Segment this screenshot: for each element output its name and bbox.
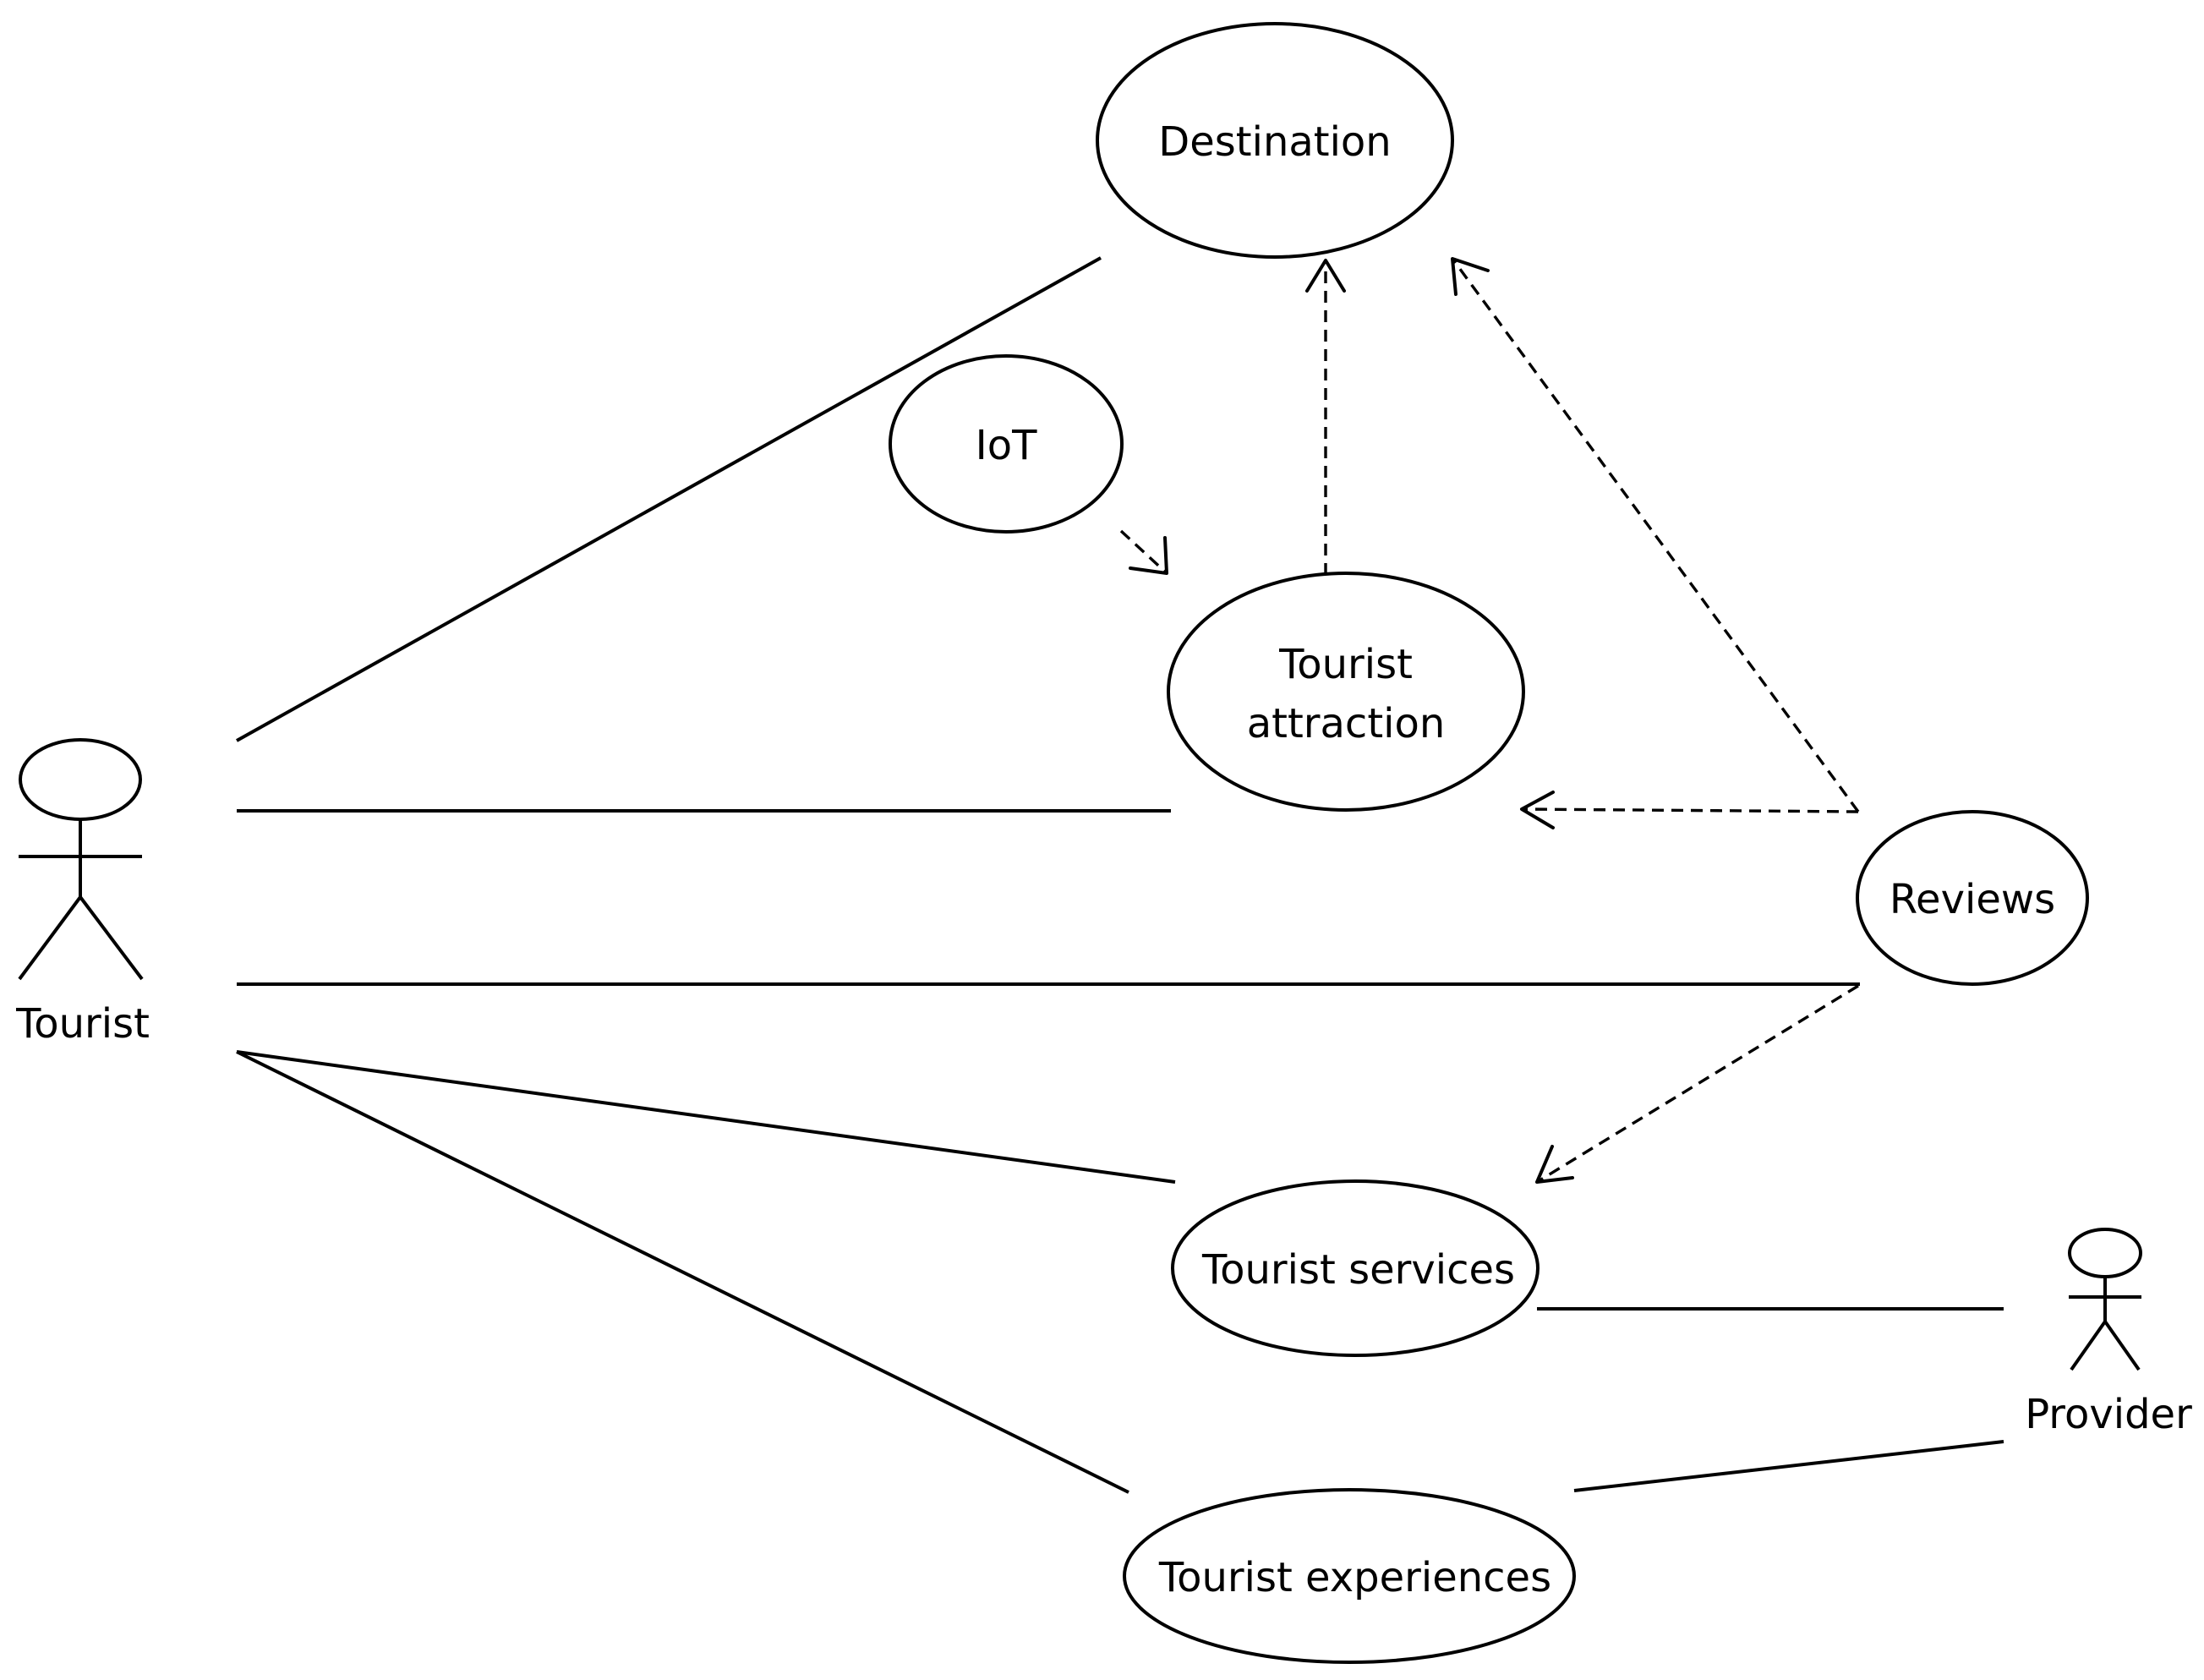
actor-provider: Provider (2025, 1228, 2192, 1438)
use-case-tourist-attraction: Tourist attraction (1167, 572, 1525, 812)
dep-reviews-attraction-arrowhead (1520, 791, 1555, 829)
actor-provider-left-leg (2070, 1320, 2107, 1371)
use-case-tourist-services-label: Tourist services (1201, 1246, 1515, 1294)
use-case-tourist-attraction-ellipse (1167, 572, 1525, 812)
associations (236, 256, 2004, 1494)
use-case-destination-label: Destination (1158, 118, 1391, 166)
actor-tourist-head (19, 738, 142, 821)
actor-tourist-label: Tourist (15, 1000, 150, 1048)
actor-tourist-right-leg (79, 895, 144, 981)
use-case-tourist-attraction-label-line2: attraction (1247, 700, 1446, 747)
assoc-tourist-destination (236, 256, 1102, 742)
dep-iot-attraction-line (1119, 529, 1168, 575)
assoc-tourist-services (236, 1050, 1176, 1184)
assoc-tourist-experiences (236, 1050, 1129, 1494)
use-case-destination-ellipse (1096, 22, 1454, 259)
use-case-tourist-services: Tourist services (1171, 1179, 1540, 1357)
use-case-tourist-attraction-label-line1: Tourist (1278, 641, 1413, 688)
dep-attraction-destination-arrowhead (1305, 259, 1346, 293)
dep-reviews-services-arrowhead (1535, 1145, 1574, 1184)
dep-reviews-services-line (1536, 984, 1859, 1184)
assoc-provider-experiences (1573, 1440, 2004, 1492)
use-case-reviews-label: Reviews (1890, 876, 2055, 923)
use-case-iot-label: IoT (976, 422, 1038, 469)
use-case-iot-ellipse (889, 354, 1124, 534)
use-case-reviews-ellipse (1856, 810, 2089, 986)
dep-reviews-destination-arrowhead (1451, 257, 1490, 296)
use-case-tourist-experiences: Tourist experiences (1123, 1488, 1576, 1664)
actor-tourist: Tourist (15, 738, 150, 1048)
dep-reviews-attraction-line (1521, 807, 1859, 813)
use-case-tourist-experiences-label: Tourist experiences (1158, 1554, 1551, 1601)
use-case-tourist-experiences-ellipse (1123, 1488, 1576, 1664)
use-case-destination: Destination (1096, 22, 1454, 259)
use-case-reviews: Reviews (1856, 810, 2089, 986)
actor-provider-head (2068, 1228, 2142, 1278)
use-case-tourist-services-ellipse (1171, 1179, 1540, 1357)
actor-tourist-left-leg (18, 895, 82, 981)
dep-iot-attraction-arrowhead (1129, 536, 1168, 575)
actor-provider-label: Provider (2025, 1391, 2192, 1438)
dep-reviews-destination-line (1451, 257, 1860, 813)
actor-provider-right-leg (2103, 1320, 2141, 1371)
dependencies (1119, 257, 1860, 1184)
use-case-iot: IoT (889, 354, 1124, 534)
